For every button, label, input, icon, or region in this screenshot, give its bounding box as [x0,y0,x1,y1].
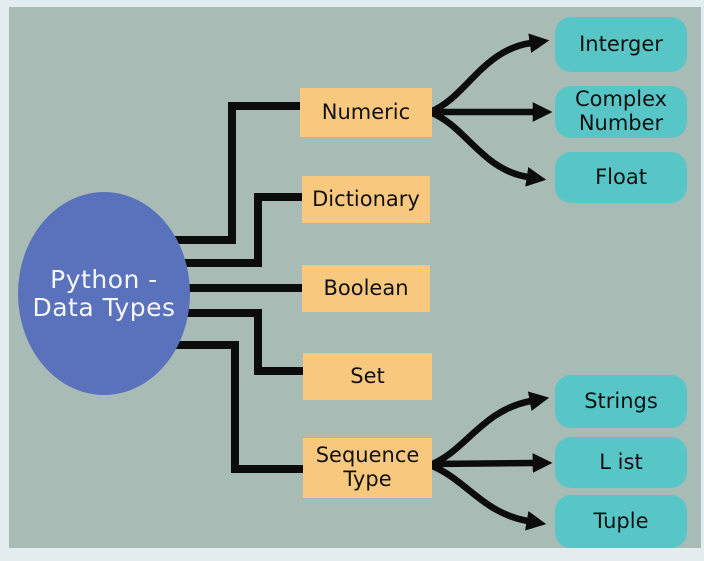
category-node-dictionary: Dictionary [302,176,430,223]
leaf-label: Complex Number [574,87,668,135]
leaf-node-list: L ist [555,437,687,488]
category-node-boolean: Boolean [302,265,430,312]
category-node-sequence-type: Sequence Type [303,438,432,498]
leaf-node-tuple: Tuple [555,495,687,548]
category-node-numeric: Numeric [300,88,432,137]
category-label: Sequence Type [315,443,420,491]
leaf-node-interger: Interger [555,17,687,72]
root-node-label: Python - Data Types [32,264,176,322]
leaf-label: Strings [584,388,658,413]
leaf-node-float: Float [555,152,687,203]
category-label: Dictionary [312,186,420,211]
leaf-node-complex-number: Complex Number [555,86,687,138]
category-label: Set [350,363,385,388]
category-label: Boolean [323,275,409,300]
leaf-label: Tuple [593,508,649,533]
leaf-label: Float [595,164,647,189]
leaf-node-strings: Strings [555,375,687,428]
category-node-set: Set [303,353,432,400]
root-node-python-data-types: Python - Data Types [18,192,190,395]
leaf-label: Interger [579,31,663,56]
leaf-label: L ist [599,449,643,474]
category-label: Numeric [321,99,411,124]
